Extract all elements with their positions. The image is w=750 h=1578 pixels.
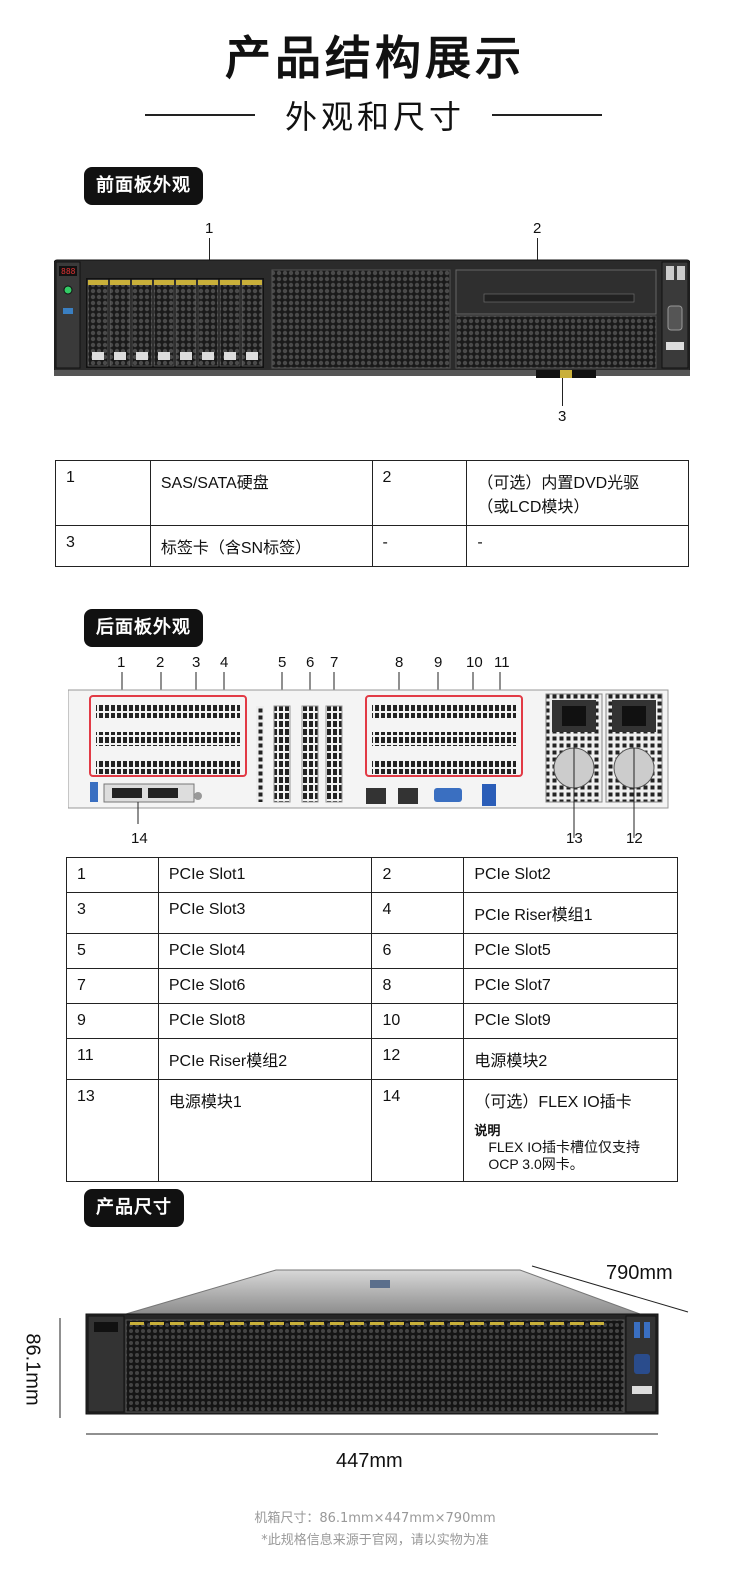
depth-dimension: 790mm: [606, 1262, 673, 1284]
table-cell: 2: [371, 857, 465, 893]
rear-panel-table: 1 PCIe Slot1 2 PCIe Slot2 3 PCIe Slot3 4…: [66, 857, 678, 1182]
rear-callout-2: 2: [156, 654, 165, 671]
rear-panel-illustration: [68, 672, 669, 838]
table-cell: PCIe Slot3: [157, 892, 373, 934]
front-drive-bays: [86, 278, 264, 368]
svg-text:888: 888: [61, 267, 76, 276]
rear-callout-11: 11: [494, 654, 510, 671]
table-row: 1 SAS/SATA硬盘 2 （可选）内置DVD光驱 （或LCD模块）: [55, 460, 689, 526]
footer-disclaimer: *此规格信息来源于官网，请以实物为准: [261, 1533, 489, 1548]
rear-callout-4: 4: [220, 654, 229, 671]
height-dimension-text: 86.1mm: [21, 1333, 44, 1406]
table-cell: 1: [55, 460, 151, 526]
rear-callout-10: 10: [466, 654, 483, 671]
table-row: 11 PCIe Riser模组2 12 电源模块2: [66, 1038, 678, 1080]
width-dimension: 447mm: [336, 1450, 403, 1472]
front-panel-label: 前面板外观: [84, 167, 203, 205]
table-cell: PCIe Slot9: [463, 1003, 678, 1039]
table-cell: 3: [66, 892, 159, 934]
rear-callout-8: 8: [395, 654, 404, 671]
rear-callout-12: 12: [626, 830, 643, 847]
rear-panel-label: 后面板外观: [84, 609, 203, 647]
rear-callout-9: 9: [434, 654, 443, 671]
note-body: FLEX IO插卡槽位仅支持OCP 3.0网卡。: [488, 1139, 641, 1172]
table-cell: 11: [66, 1038, 159, 1080]
server-isometric-illustration: [59, 1265, 689, 1435]
table-cell-with-note: （可选）FLEX IO插卡 说明 FLEX IO插卡槽位仅支持OCP 3.0网卡…: [463, 1079, 678, 1182]
table-cell-text: （可选）FLEX IO插卡: [474, 1094, 632, 1111]
table-cell: 1: [66, 857, 159, 893]
table-cell: PCIe Slot8: [157, 1003, 373, 1039]
table-cell: 3: [55, 525, 151, 567]
rear-callout-1: 1: [117, 654, 126, 671]
subtitle-rule-left: [145, 114, 255, 116]
table-row: 9 PCIe Slot8 10 PCIe Slot9: [66, 1003, 678, 1039]
table-cell: 4: [371, 892, 465, 934]
front-leader-3: [562, 370, 563, 406]
table-cell: PCIe Slot1: [157, 857, 373, 893]
table-row: 3 PCIe Slot3 4 PCIe Riser模组1: [66, 892, 678, 934]
dimensions-label: 产品尺寸: [84, 1189, 184, 1227]
front-callout-2: 2: [533, 220, 542, 237]
rear-callout-14: 14: [131, 830, 148, 847]
subtitle-row: 外观和尺寸: [0, 92, 750, 136]
rear-callout-7: 7: [330, 654, 339, 671]
table-cell: 13: [66, 1079, 159, 1182]
subtitle-rule-right: [492, 114, 602, 116]
table-cell: 5: [66, 933, 159, 969]
table-cell: PCIe Riser模组2: [157, 1038, 373, 1080]
table-cell: 电源模块2: [463, 1038, 678, 1080]
front-callout-1: 1: [205, 220, 214, 237]
subtitle: 外观和尺寸: [284, 98, 465, 136]
rear-callout-13: 13: [566, 830, 583, 847]
table-cell: PCIe Slot7: [463, 968, 678, 1004]
table-cell: SAS/SATA硬盘: [149, 460, 373, 526]
height-dimension: 86.1mm: [18, 1330, 46, 1410]
table-cell: 14: [371, 1079, 465, 1182]
table-cell: -: [466, 525, 689, 567]
footer-dimensions: 机箱尺寸：86.1mm×447mm×790mm: [254, 1511, 496, 1526]
table-row: 3 标签卡（含SN标签） - -: [55, 525, 689, 567]
table-row: 1 PCIe Slot1 2 PCIe Slot2: [66, 857, 678, 893]
rear-callout-3: 3: [192, 654, 201, 671]
table-cell: 8: [371, 968, 465, 1004]
table-cell: PCIe Slot5: [463, 933, 678, 969]
table-cell: 2: [371, 460, 468, 526]
table-cell: PCIe Slot4: [157, 933, 373, 969]
note-title: 说明: [474, 1123, 501, 1138]
table-cell: PCIe Slot6: [157, 968, 373, 1004]
table-row: 7 PCIe Slot6 8 PCIe Slot7: [66, 968, 678, 1004]
rear-callout-6: 6: [306, 654, 315, 671]
page-title: 产品结构展示: [225, 31, 525, 85]
table-cell: PCIe Slot2: [463, 857, 678, 893]
rear-callout-5: 5: [278, 654, 287, 671]
front-panel-illustration: 888: [54, 259, 690, 378]
table-cell: 10: [371, 1003, 465, 1039]
table-cell: 6: [371, 933, 465, 969]
table-cell: PCIe Riser模组1: [463, 892, 678, 934]
table-row: 13 电源模块1 14 （可选）FLEX IO插卡 说明 FLEX IO插卡槽位…: [66, 1079, 678, 1182]
table-cell: 7: [66, 968, 159, 1004]
table-cell: 12: [371, 1038, 465, 1080]
table-cell: -: [371, 525, 468, 567]
table-cell: 电源模块1: [157, 1079, 373, 1182]
table-cell: （可选）内置DVD光驱 （或LCD模块）: [466, 460, 689, 526]
table-cell: 标签卡（含SN标签）: [149, 525, 373, 567]
front-panel-table: 1 SAS/SATA硬盘 2 （可选）内置DVD光驱 （或LCD模块） 3 标签…: [55, 460, 689, 567]
table-row: 5 PCIe Slot4 6 PCIe Slot5: [66, 933, 678, 969]
table-cell: 9: [66, 1003, 159, 1039]
front-callout-3: 3: [558, 408, 567, 425]
